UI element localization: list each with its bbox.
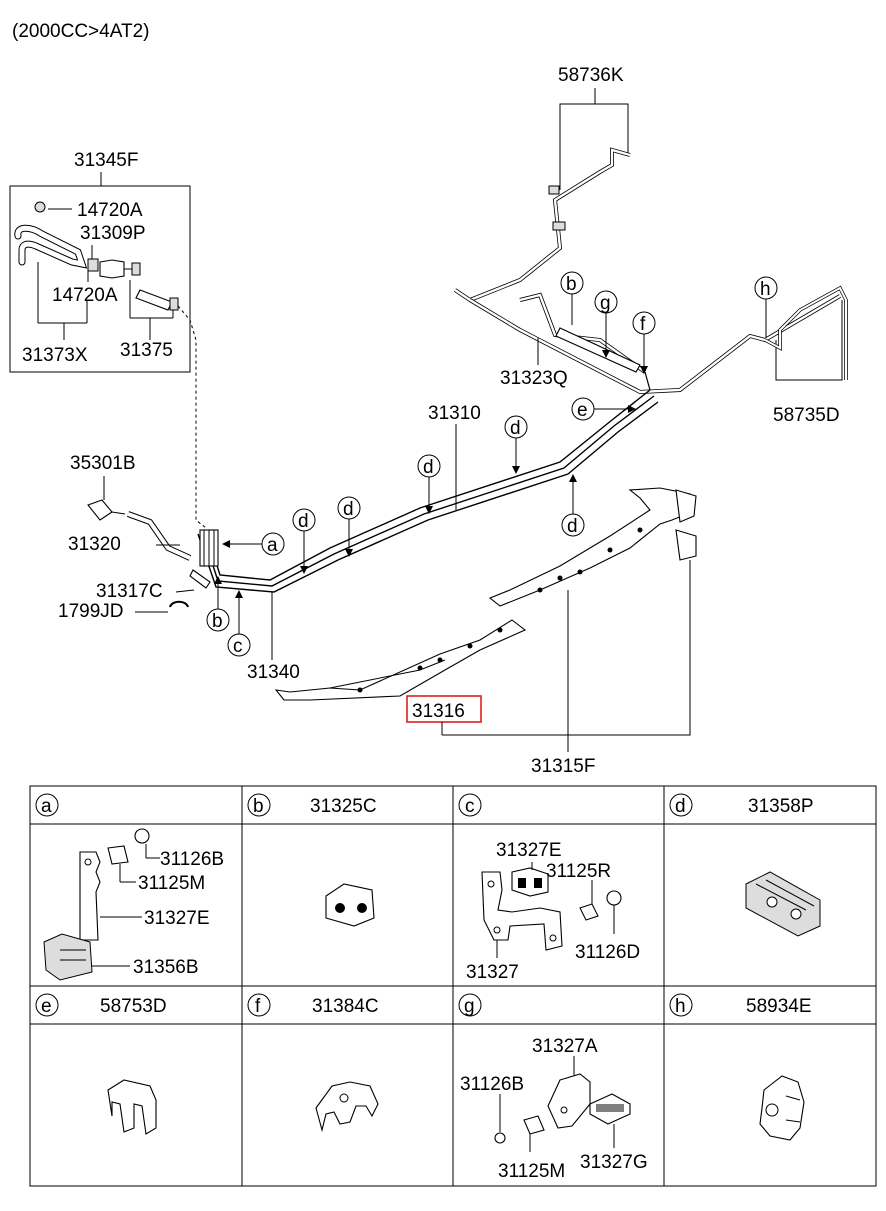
detail-table (29, 785, 877, 1187)
svg-text:d: d (298, 511, 309, 532)
cell-g-part-31327G[interactable]: 31327G (580, 1152, 648, 1173)
cell-g-part-31327A[interactable]: 31327A (532, 1036, 598, 1057)
callout-f[interactable]: f (632, 311, 656, 374)
callout-d-5[interactable]: d (561, 474, 585, 537)
part-label-14720A-top[interactable]: 14720A (77, 200, 143, 221)
svg-text:a: a (267, 535, 278, 556)
filter-kit-components (14, 201, 179, 340)
cell-header-d: d 31358P (669, 793, 814, 817)
svg-text:d: d (510, 418, 521, 439)
part-label-14720A-mid[interactable]: 14720A (52, 285, 118, 306)
cell-g-drawing (494, 1056, 631, 1152)
cell-a-part-31356B[interactable]: 31356B (133, 957, 199, 978)
svg-text:d: d (343, 499, 354, 520)
part-label-58736K[interactable]: 58736K (558, 65, 624, 86)
cell-g-part-31126B[interactable]: 31126B (460, 1074, 524, 1095)
callout-e[interactable]: e (571, 397, 636, 421)
svg-text:b: b (566, 274, 577, 295)
part-label-31373X[interactable]: 31373X (22, 345, 88, 366)
svg-text:h: h (675, 996, 686, 1017)
cell-c-drawing (481, 862, 622, 958)
part-label-31316[interactable]: 31316 (412, 701, 465, 722)
cell-header-f: f 31384C (247, 993, 379, 1017)
protector-31316 (274, 619, 527, 701)
svg-text:d: d (423, 457, 434, 478)
part-label-1799JD[interactable]: 1799JD (58, 601, 124, 622)
part-label-31317C[interactable]: 31317C (96, 581, 163, 602)
svg-text:e: e (577, 400, 588, 421)
cell-e-clip-drawing (107, 1079, 157, 1135)
code-58934E: 58934E (746, 996, 812, 1017)
callout-d-4[interactable]: d (292, 508, 316, 574)
fuel-line-bundle (197, 371, 659, 593)
svg-text:b: b (253, 796, 264, 817)
highlight-box-31316 (406, 695, 482, 723)
svg-text:c: c (233, 636, 243, 657)
kit-box-31345F (9, 185, 191, 373)
callout-b-main[interactable]: b (206, 576, 230, 632)
code-58753D: 58753D (100, 996, 167, 1017)
part-label-58735D[interactable]: 58735D (773, 405, 840, 426)
svg-text:g: g (464, 996, 475, 1017)
cell-header-h: h 58934E (669, 993, 812, 1017)
cell-a-part-31125M[interactable]: 31125M (138, 873, 205, 894)
part-label-31375[interactable]: 31375 (120, 340, 173, 361)
callout-d-1[interactable]: d (504, 415, 528, 474)
svg-text:d: d (567, 516, 578, 537)
cell-c-part-31327[interactable]: 31327 (466, 962, 519, 983)
svg-text:f: f (640, 314, 646, 335)
cell-a-drawing (43, 828, 160, 981)
cell-a-part-31126B[interactable]: 31126B (160, 849, 224, 870)
svg-text:a: a (41, 796, 52, 817)
code-31384C: 31384C (312, 996, 379, 1017)
callout-g[interactable]: g (594, 290, 618, 358)
code-31325C: 31325C (310, 796, 377, 817)
callout-d-2[interactable]: d (417, 454, 441, 514)
cell-f-clip-drawing (315, 1081, 379, 1133)
cell-header-b: b 31325C (247, 793, 377, 817)
part-label-31340[interactable]: 31340 (247, 662, 300, 683)
svg-text:e: e (41, 996, 52, 1017)
svg-text:b: b (212, 611, 223, 632)
part-label-31315F[interactable]: 31315F (531, 756, 595, 777)
callout-h[interactable]: h (754, 276, 778, 338)
part-label-31309P[interactable]: 31309P (80, 223, 146, 244)
engine-spec-label: (2000CC>4AT2) (12, 21, 149, 42)
callout-a-main[interactable]: a (222, 532, 285, 556)
cell-g-part-31125M[interactable]: 31125M (498, 1161, 565, 1182)
protector-31315F (488, 487, 697, 607)
svg-text:d: d (675, 796, 686, 817)
part-label-31323Q[interactable]: 31323Q (500, 368, 568, 389)
svg-text:c: c (465, 796, 475, 817)
callout-b-top[interactable]: b (560, 271, 584, 325)
cell-c-part-31125R[interactable]: 31125R (546, 861, 611, 882)
svg-text:g: g (600, 293, 611, 314)
cell-b-clip-drawing (325, 883, 375, 927)
cell-c-part-31327E[interactable]: 31327E (496, 840, 562, 861)
part-label-35301B[interactable]: 35301B (70, 453, 136, 474)
cell-header-a: a (35, 793, 59, 817)
part-label-31320[interactable]: 31320 (68, 534, 121, 555)
cell-a-part-31327E[interactable]: 31327E (144, 908, 210, 929)
junction-block (199, 529, 219, 567)
cell-header-c: c (458, 793, 482, 817)
cell-header-e: e 58753D (35, 993, 167, 1017)
cell-d-clip-drawing (745, 871, 821, 937)
cell-header-g: g (458, 993, 482, 1017)
callout-c-main[interactable]: c (227, 590, 251, 657)
callout-d-3[interactable]: d (337, 496, 361, 557)
cell-h-clip-drawing (759, 1075, 805, 1141)
svg-text:f: f (255, 996, 261, 1017)
part-label-31345F[interactable]: 31345F (74, 150, 138, 171)
part-label-31310[interactable]: 31310 (428, 403, 481, 424)
code-31358P: 31358P (748, 796, 814, 817)
cell-c-part-31126D[interactable]: 31126D (575, 942, 640, 963)
svg-text:h: h (760, 279, 771, 300)
